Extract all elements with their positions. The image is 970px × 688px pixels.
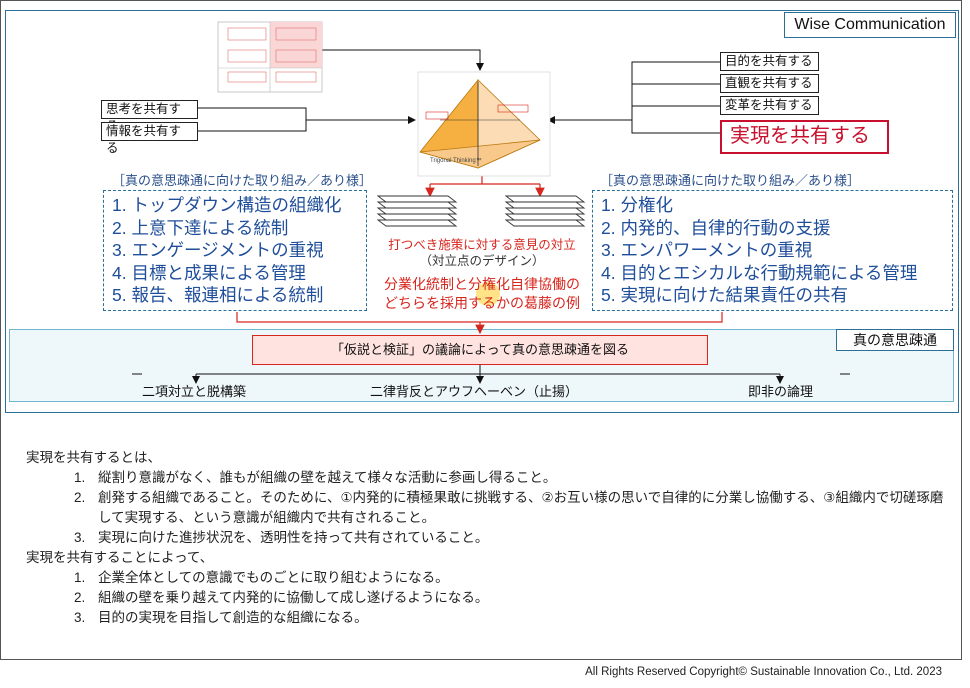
share-change-box: 変革を共有する	[720, 96, 819, 115]
body-list2-item2: 2.組織の壁を乗り越えて内発的に協働して成し遂げるようになる。	[74, 590, 489, 605]
copyright-footer: All Rights Reserved Copyright© Sustainab…	[585, 666, 942, 678]
conflict-glow	[476, 282, 500, 306]
body-heading-1: 実現を共有するとは、	[26, 450, 161, 465]
left-item-5: 5. 報告、報連相による統制	[112, 285, 324, 305]
share-intuition-box: 直観を共有する	[720, 74, 819, 93]
right-document-stack-icon	[504, 195, 586, 227]
left-item-2: 2. 上意下達による統制	[112, 217, 289, 238]
soku-hi-logic-label: 即非の論理	[748, 384, 814, 399]
right-item-5: 5. 実現に向けた結果責任の共有	[601, 285, 848, 305]
right-item-2: 2. 内発的、自律的行動の支援	[601, 217, 831, 238]
left-item-1: 1. トップダウン構造の組織化	[112, 195, 342, 215]
conflict-example-line2: どちらを採用するかの葛藤の例	[384, 295, 580, 311]
opinion-conflict-title: 打つべき施策に対する意見の対立	[388, 238, 576, 252]
conflict-example-note: 分業化統制と分権化自律協働の どちらを採用するかの葛藤の例	[372, 275, 592, 313]
hypothesis-verification-bar: 「仮説と検証」の議論によって真の意思疎通を図る	[252, 335, 708, 365]
left-approach-list: 1. トップダウン構造の組織化 2. 上意下達による統制 3. エンゲージメント…	[103, 190, 367, 311]
left-item-3: 3. エンゲージメントの重視	[112, 240, 324, 260]
right-item-3: 3. エンパワーメントの重視	[601, 240, 813, 260]
right-panel-caption: ［真の意思疎通に向けた取り組み／あり様］	[600, 173, 861, 188]
opinion-conflict-note: 打つべき施策に対する意見の対立 （対立点のデザイン）	[376, 237, 588, 269]
brand-label: Wise Communication	[784, 12, 956, 38]
left-panel-caption: ［真の意思疎通に向けた取り組み／あり様］	[112, 173, 373, 188]
body-list2-item1: 1.企業全体としての意識でものごとに取り組むようになる。	[74, 570, 449, 585]
right-item-1: 1. 分権化	[601, 195, 673, 215]
body-text: 実現を共有するとは、 1.縦割り意識がなく、誰もが組織の壁を越えて様々な活動に参…	[26, 448, 946, 628]
trigonal-pyramid-icon	[417, 71, 551, 177]
left-document-stack-icon	[376, 195, 458, 227]
right-approach-list: 1. 分権化 2. 内発的、自律的行動の支援 3. エンパワーメントの重視 4.…	[592, 190, 953, 311]
conflict-example-line1: 分業化統制と分権化自律協働の	[384, 276, 580, 292]
true-communication-label: 真の意思疎通	[836, 329, 954, 351]
share-purpose-box: 目的を共有する	[720, 52, 819, 71]
body-heading-2: 実現を共有することによって、	[26, 550, 214, 565]
conflict-design-subtitle: （対立点のデザイン）	[419, 254, 545, 268]
share-realization-highlight: 実現を共有する	[720, 120, 889, 154]
share-information-box: 情報を共有する	[101, 122, 198, 155]
right-item-4: 4. 目的とエシカルな行動規範による管理	[601, 262, 918, 283]
body-list1-item1: 1.縦割り意識がなく、誰もが組織の壁を越えて様々な活動に参画し得ること。	[74, 470, 557, 485]
body-list2-item3: 3.目的の実現を目指して創造的な組織になる。	[74, 610, 368, 625]
share-thinking-box: 思考を共有する	[101, 100, 198, 133]
diagram-caption: Trigonal Thinking™	[430, 158, 482, 164]
slide-frame	[0, 0, 962, 660]
body-list1-item2: 2.創発する組織であること。そのために、①内発的に積極果敢に挑戦する、②お互い様…	[74, 490, 944, 525]
thumbnail-matrix	[217, 21, 323, 93]
dichotomy-label: 二項対立と脱構築	[142, 384, 247, 399]
antinomy-label: 二律背反とアウフヘーベン（止揚）	[370, 384, 579, 399]
body-list1-item3: 3.実現に向けた進捗状況を、透明性を持って共有されていること。	[74, 530, 489, 545]
left-item-4: 4. 目標と成果による管理	[112, 262, 306, 283]
